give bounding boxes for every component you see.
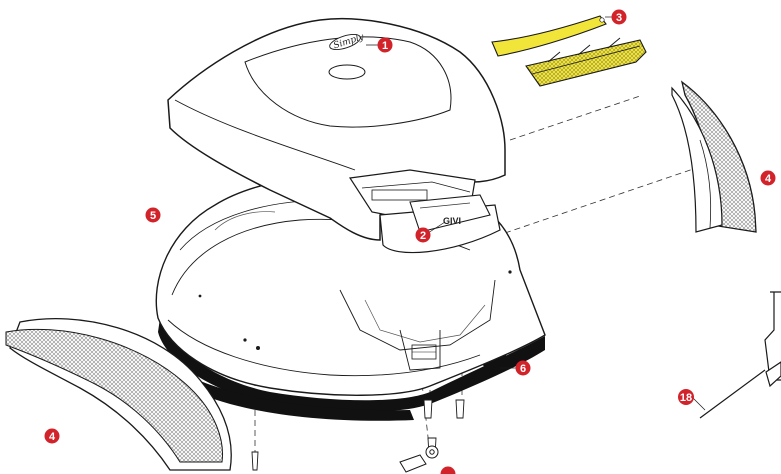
svg-text:4: 4 <box>49 431 56 443</box>
mounting-bracket-part <box>699 291 781 419</box>
svg-text:4: 4 <box>765 173 772 185</box>
brand-plate-part: GIVI <box>409 194 491 233</box>
svg-text:6: 6 <box>520 363 526 375</box>
svg-text:3: 3 <box>616 12 622 24</box>
callout-badge-3: 3 <box>605 9 627 25</box>
left-side-panel-part <box>5 317 232 471</box>
callout-badge-5: 5 <box>145 207 161 223</box>
svg-text:18: 18 <box>680 392 692 404</box>
right-side-panel-part <box>671 80 757 233</box>
callout-badge-2: 2 <box>415 221 446 243</box>
svg-text:2: 2 <box>420 230 426 242</box>
callout-badge-18: 18 <box>678 389 706 411</box>
lid-part: Simply <box>167 18 506 254</box>
svg-text:5: 5 <box>150 210 156 222</box>
brand-plate-logo: GIVI <box>443 216 461 226</box>
callout-badge-4-left: 4 <box>44 428 60 444</box>
key-part <box>399 445 439 473</box>
reflector-part <box>491 15 647 87</box>
callout-badge-6: 6 <box>500 360 531 376</box>
callout-badge-1: 1 <box>366 37 393 53</box>
svg-text:1: 1 <box>382 40 388 52</box>
callout-badge-partial <box>440 466 456 474</box>
callout-badge-4-right: 4 <box>760 170 776 186</box>
